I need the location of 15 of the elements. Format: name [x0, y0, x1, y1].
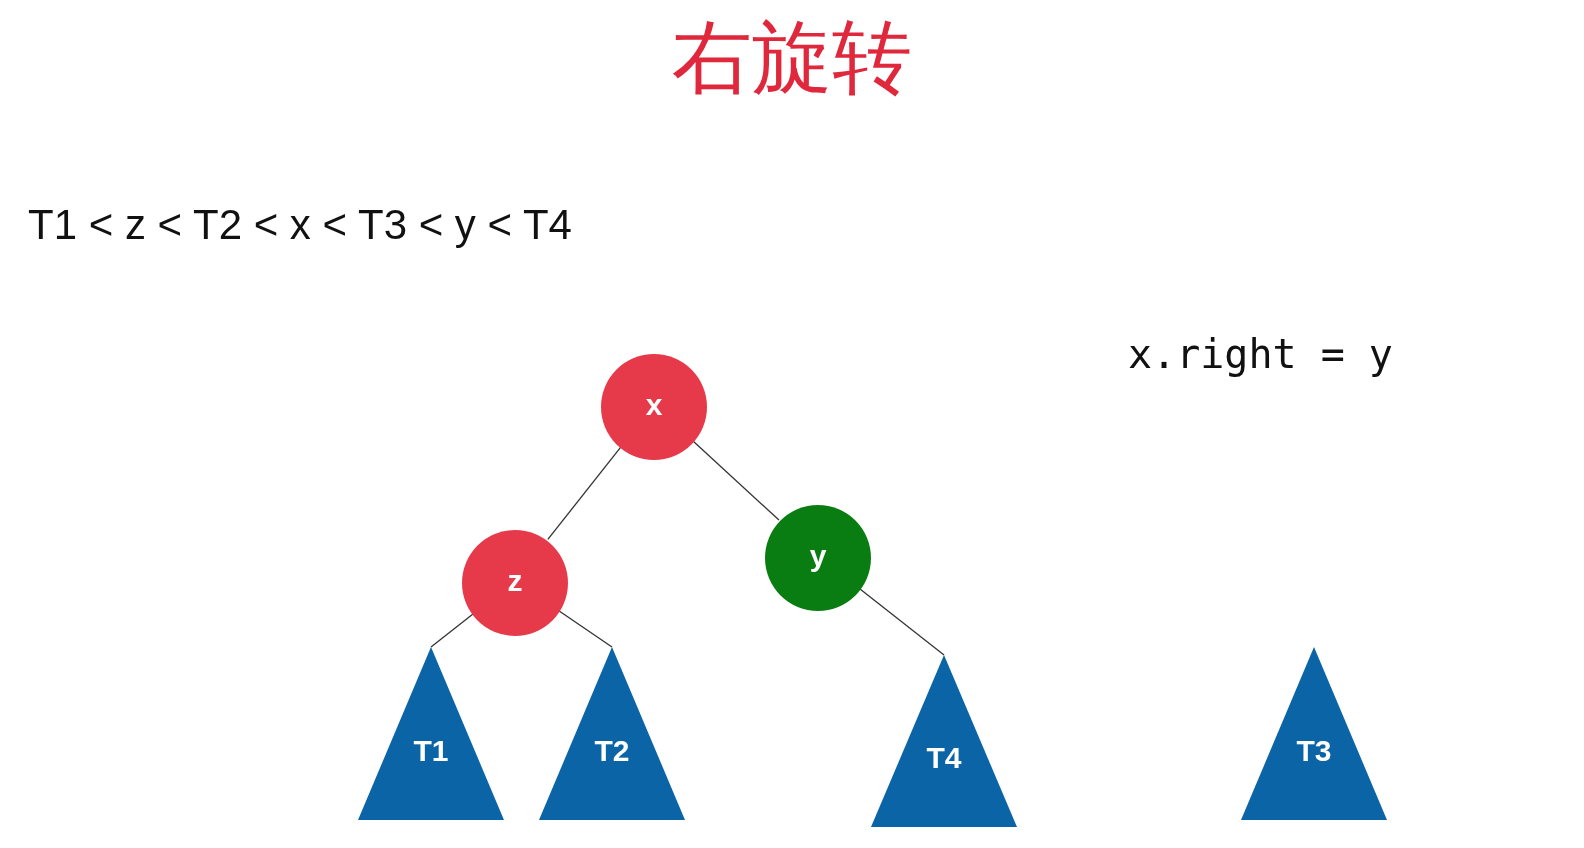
tree-node-circle: y	[765, 503, 871, 613]
tree-edge	[692, 440, 780, 521]
code-statement: x.right = y	[1128, 330, 1393, 378]
tree-edge	[547, 445, 622, 541]
subtree-triangle: T1	[358, 647, 504, 820]
subtree-triangle: T2	[539, 647, 685, 820]
tree-node-circle: z	[462, 528, 568, 638]
tree-node-circle: x	[601, 352, 707, 462]
ordering-formula: T1 < z < T2 < x < T3 < y < T4	[28, 200, 572, 250]
tree-edge	[558, 610, 613, 648]
tree-edge	[859, 588, 945, 656]
title: 右旋转	[671, 18, 913, 98]
subtree-triangle: T3	[1241, 647, 1387, 820]
subtree-triangle: T4	[871, 655, 1017, 827]
tree-edge	[430, 613, 474, 648]
